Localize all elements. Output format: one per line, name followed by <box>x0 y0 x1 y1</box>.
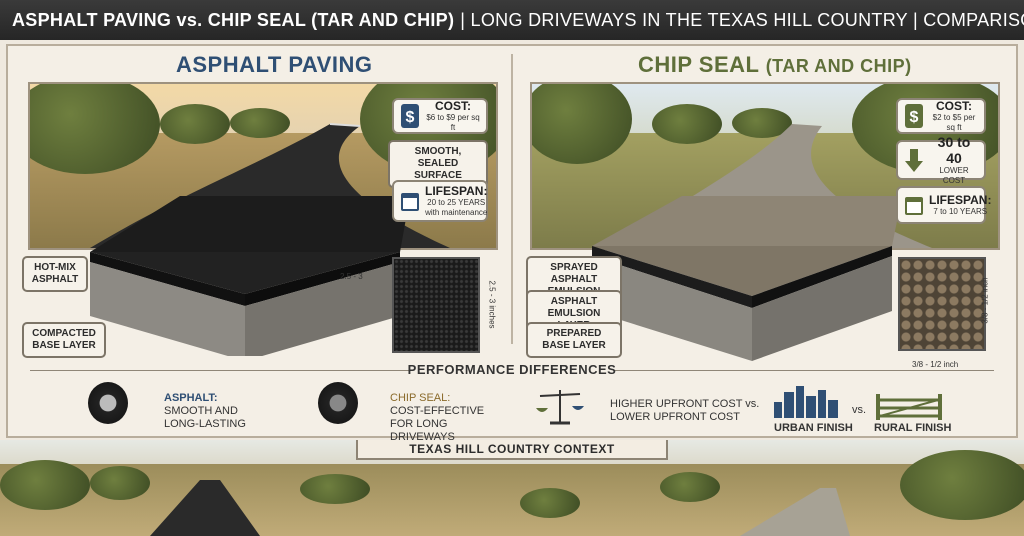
header-title: ASPHALT PAVING vs. CHIP SEAL (TAR AND CH… <box>12 9 455 30</box>
performance-cost-line1: HIGHER UPFRONT COST vs. <box>610 398 760 410</box>
chip-title-paren: (TAR AND CHIP) <box>765 56 912 76</box>
chip-savings-label: LOWER COST <box>939 166 969 185</box>
header-bar: ASPHALT PAVING vs. CHIP SEAL (TAR AND CH… <box>0 0 1024 40</box>
ranch-gate-icon <box>874 392 944 425</box>
asphalt-lifespan-title: LIFESPAN: <box>425 184 488 198</box>
performance-urban-label: URBAN FINISH <box>774 422 853 434</box>
dollar-icon: $ <box>903 102 925 130</box>
asphalt-layer-hotmix: HOT-MIX ASPHALT <box>22 256 88 292</box>
performance-asphalt-name: ASPHALT: <box>164 392 218 404</box>
chip-lifespan-title: LIFESPAN: <box>929 193 992 207</box>
chip-cost-value: $2 to $5 per sq ft <box>932 113 976 132</box>
asphalt-cross-section <box>90 196 410 356</box>
column-divider <box>511 54 513 344</box>
performance-chip-desc: COST-EFFECTIVE FOR LONG DRIVEWAYS <box>390 405 485 443</box>
performance-rural-label: RURAL FINISH <box>874 422 952 434</box>
asphalt-depth-short: 2.5 - 3 <box>340 272 363 281</box>
svg-text:$: $ <box>406 109 415 126</box>
scale-icon <box>534 386 586 431</box>
asphalt-cost-value: $6 to $9 per sq ft <box>426 113 480 132</box>
header-subtitle: | LONG DRIVEWAYS IN THE TEXAS HILL COUNT… <box>460 9 1024 30</box>
down-arrow-icon <box>903 146 925 174</box>
asphalt-texture-swatch <box>392 257 480 353</box>
chip-texture-swatch <box>898 257 986 351</box>
performance-asphalt-desc: SMOOTH AND LONG-LASTING <box>164 405 246 430</box>
performance-rule-right <box>614 370 994 371</box>
performance-rule-left <box>30 370 410 371</box>
performance-vs: vs. <box>852 404 867 416</box>
chip-lifespan-value: 7 to 10 YEARS <box>933 207 988 216</box>
chip-title-main: CHIP SEAL <box>638 52 760 77</box>
asphalt-cost-title: COST: <box>435 99 471 113</box>
performance-chip-name: CHIP SEAL: <box>390 392 451 404</box>
calendar-icon <box>903 191 925 219</box>
performance-cost-line2: LOWER UPFRONT COST <box>610 411 740 423</box>
asphalt-cost-card: $ COST:$6 to $9 per sq ft <box>392 98 488 134</box>
chip-depth-vertical: 3/8 - 1/2 inch <box>980 277 990 324</box>
svg-text:$: $ <box>910 109 919 126</box>
tire-icon <box>88 382 128 424</box>
chip-depth-horizontal: 3/8 - 1/2 inch <box>912 360 959 369</box>
asphalt-title: ASPHALT PAVING <box>176 52 373 77</box>
chip-title: CHIP SEAL (TAR AND CHIP) <box>638 52 912 78</box>
context-title: TEXAS HILL COUNTRY CONTEXT <box>356 440 668 460</box>
dollar-icon: $ <box>399 102 421 130</box>
chip-layer-base: PREPARED BASE LAYER <box>526 322 622 358</box>
performance-title: PERFORMANCE DIFFERENCES <box>407 362 617 377</box>
chip-cross-section <box>592 196 902 361</box>
chip-cost-title: COST: <box>936 99 972 113</box>
asphalt-lifespan-note: with maintenance <box>425 208 488 217</box>
tire-icon <box>318 382 358 424</box>
chip-cost-card: $ COST:$2 to $5 per sq ft <box>896 98 986 134</box>
asphalt-depth-label: 2.5 - 3 inches <box>487 280 497 329</box>
city-skyline-icon <box>772 384 842 423</box>
chip-savings-value: 30 to 40 <box>937 134 971 166</box>
calendar-icon <box>399 187 421 215</box>
asphalt-layer-base: COMPACTED BASE LAYER <box>22 322 106 358</box>
asphalt-lifespan-value: 20 to 25 YEARS <box>427 198 486 207</box>
chip-lifespan-card: LIFESPAN:7 to 10 YEARS <box>896 186 991 224</box>
